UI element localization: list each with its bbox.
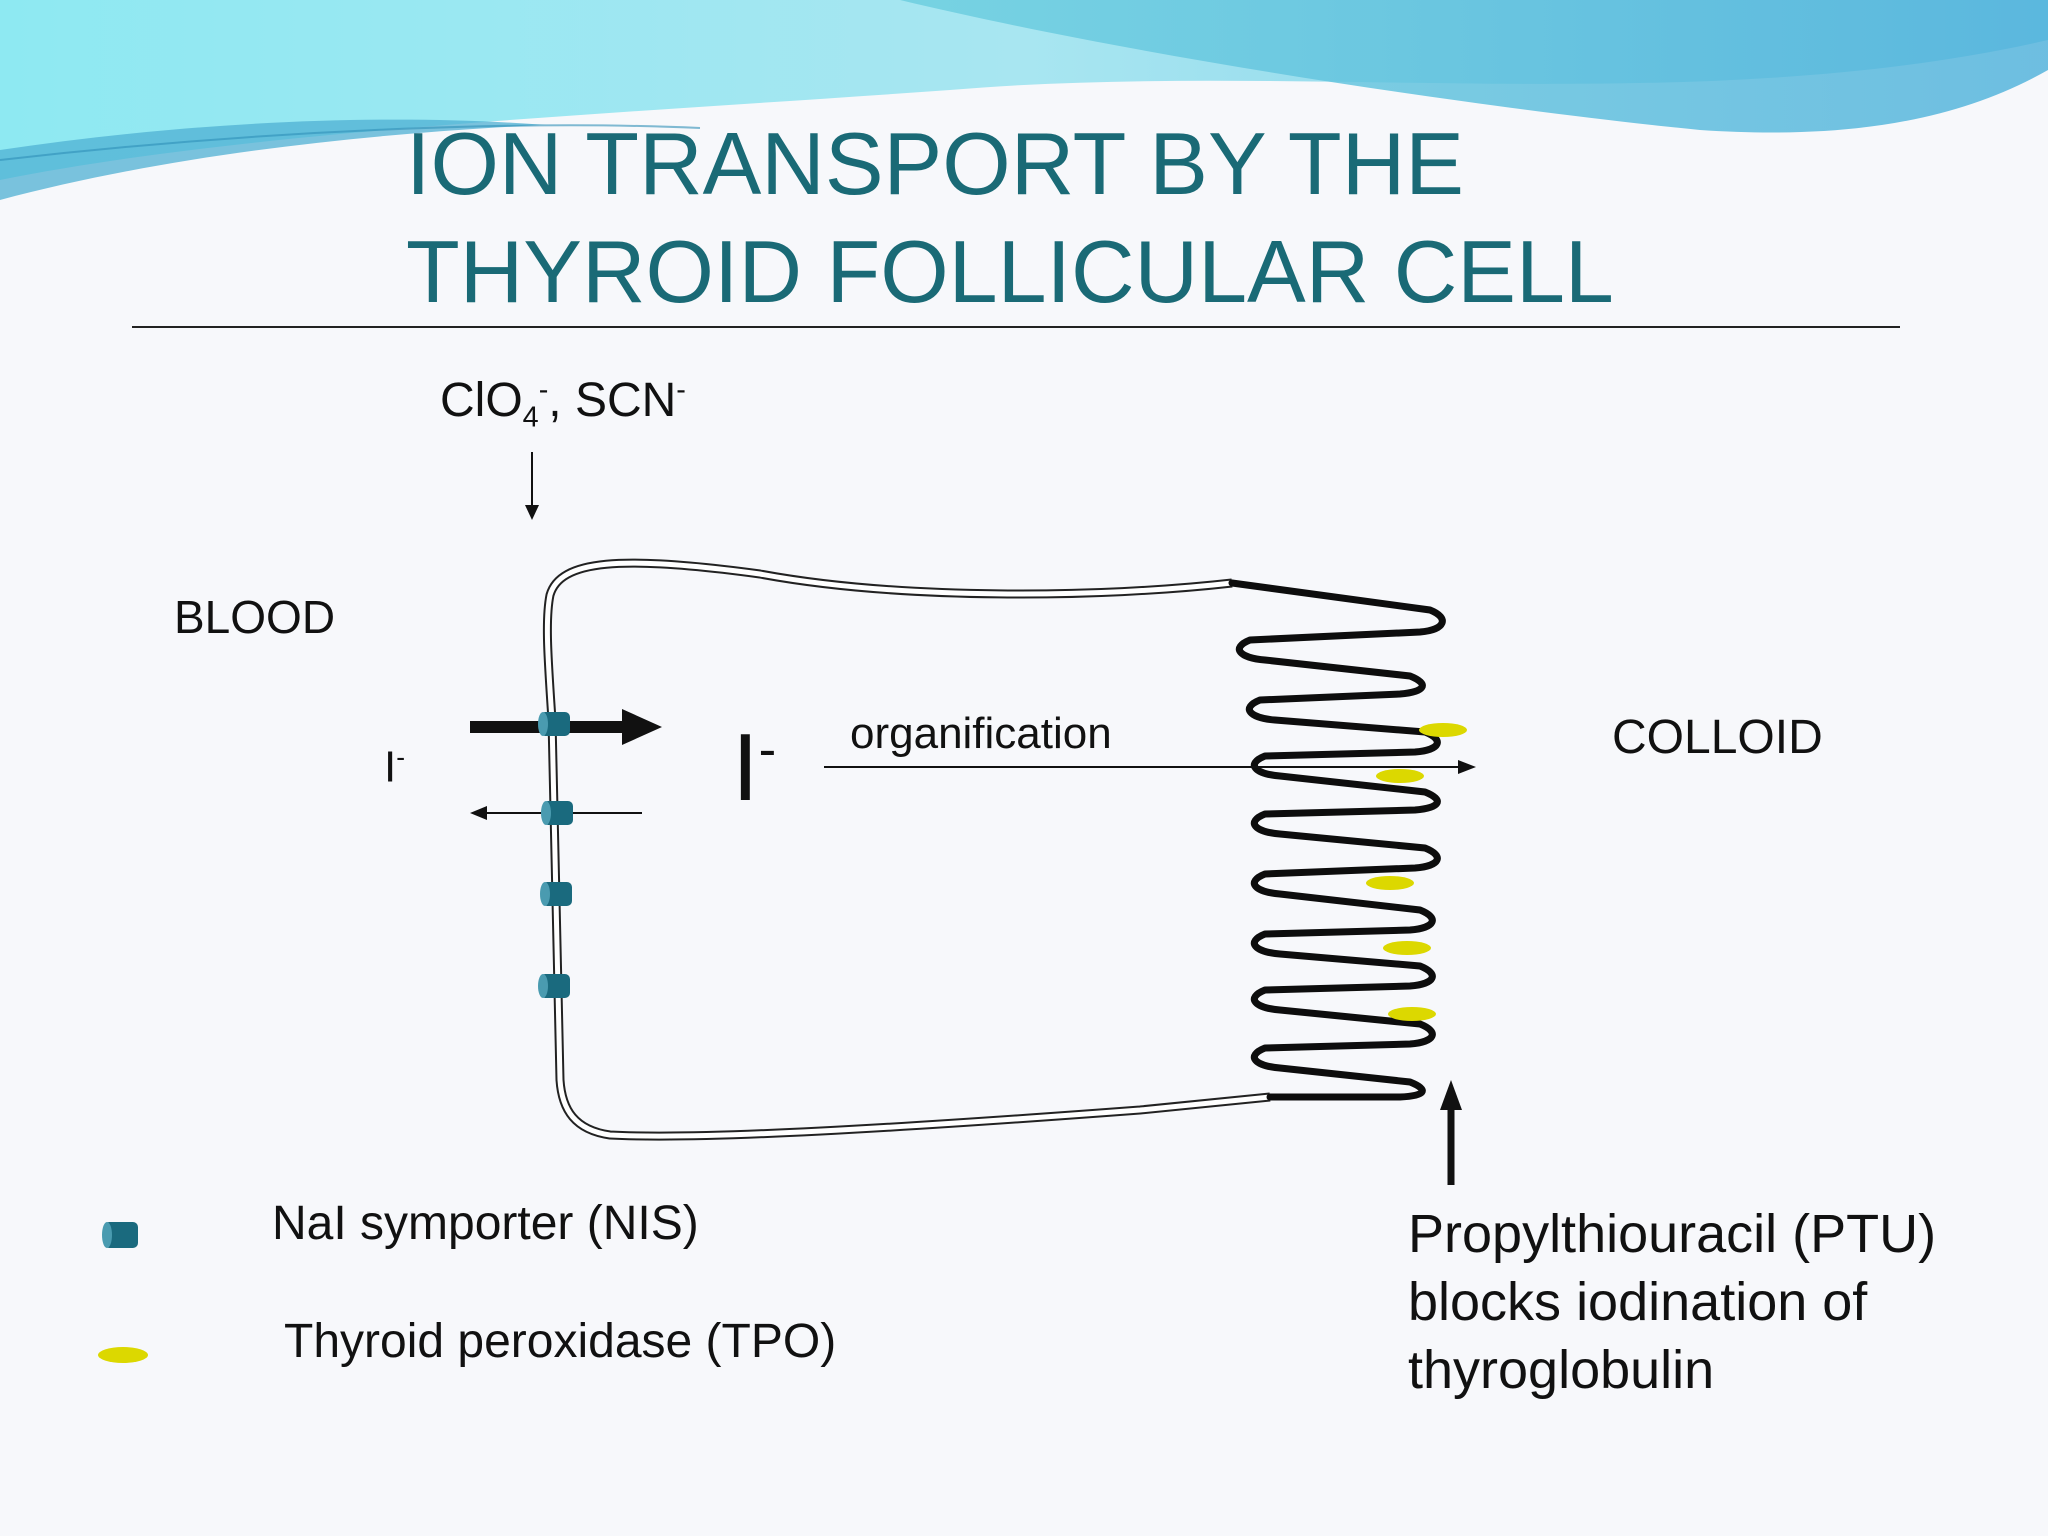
ptu-arrow <box>1440 1080 1462 1185</box>
basolateral-membrane <box>542 558 1271 1141</box>
iodide-outside-label: I- <box>384 742 406 792</box>
legend-tpo-icon <box>98 1347 148 1363</box>
legend-nis-icon <box>102 1222 138 1248</box>
iodide-inside-label: I- <box>732 714 777 821</box>
inhibitor-arrow <box>525 452 539 520</box>
tpo-enzyme <box>1419 723 1467 737</box>
ptu-line-2: blocks iodination of <box>1408 1272 1868 1332</box>
title-line-2: THYROID FOLLICULAR CELL <box>406 222 1614 321</box>
legend-tpo-label: Thyroid peroxidase (TPO) <box>284 1315 837 1368</box>
organification-arrow <box>824 760 1476 774</box>
apical-membrane <box>1228 579 1446 1101</box>
tpo-enzyme <box>1366 876 1414 890</box>
ptu-note: Propylthiouracil (PTU) blocks iodination… <box>1408 1200 1936 1404</box>
colloid-label: COLLOID <box>1612 711 1823 764</box>
nis-transporter <box>538 974 570 998</box>
wave-front-right <box>900 0 2048 133</box>
title-divider <box>132 326 1900 328</box>
nis-transporter <box>541 801 573 825</box>
tpo-enzyme <box>1376 769 1424 783</box>
ptu-line-1: Propylthiouracil (PTU) <box>1408 1204 1937 1264</box>
wave-front-left <box>0 119 600 230</box>
ptu-line-3: thyroglobulin <box>1408 1340 1715 1400</box>
wave-line <box>0 124 701 161</box>
tpo-enzyme <box>1388 1007 1436 1021</box>
background-waves <box>0 0 2048 240</box>
nis-transporter <box>540 882 572 906</box>
perchlorate-label: ClO4- <box>440 374 549 434</box>
nis-transporter <box>538 712 570 736</box>
tpo-enzyme <box>1383 941 1431 955</box>
thiocyanate-label: SCN- <box>574 374 686 427</box>
legend-nis-label: NaI symporter (NIS) <box>272 1197 699 1250</box>
organification-label: organification <box>850 709 1112 758</box>
blood-label: BLOOD <box>174 591 336 643</box>
title-line-1: ION TRANSPORT BY THE <box>406 114 1464 213</box>
wave-white-band <box>0 119 2048 240</box>
inhibitor-label: ClO4-, SCN- <box>440 374 686 434</box>
